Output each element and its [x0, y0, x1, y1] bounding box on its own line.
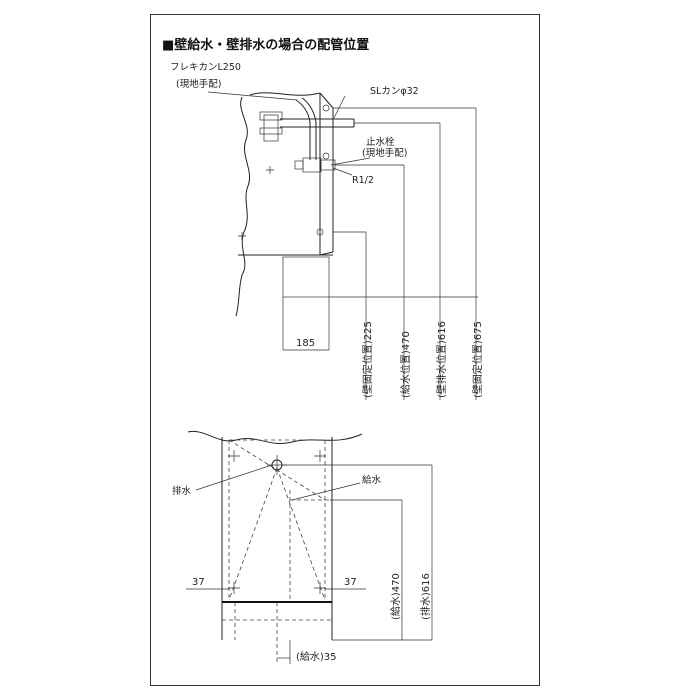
fixing-mark: [228, 450, 240, 462]
leader-flexible-hose: [207, 91, 298, 101]
leader-stop-valve: [330, 157, 371, 166]
leader-sl-pipe: [333, 95, 346, 119]
label-stop-valve: 止水栓: [366, 136, 395, 148]
label-supply: 給水: [362, 474, 382, 486]
trap-nut: [259, 111, 283, 121]
drawing-sheet: [150, 14, 540, 686]
screw-mark: [322, 152, 330, 160]
cabinet-corner: [319, 251, 334, 256]
fixing-mark: [228, 582, 240, 594]
cabinet-edge: [319, 92, 334, 109]
label-drain: 排水: [172, 485, 192, 497]
dim-drain-616: (排水)616: [419, 573, 432, 620]
label-sl-pipe: SLカンφ32: [370, 86, 419, 97]
dim-225: (壁固定位置)225: [361, 321, 374, 398]
leader-thread: [332, 167, 353, 176]
fixing-mark: [314, 582, 326, 594]
base-block: [282, 256, 330, 298]
break-line-top: [249, 92, 321, 96]
crosshair-mark: [266, 166, 274, 174]
stop-valve-body: [302, 157, 322, 173]
label-flexible-hose-note: (現地手配): [176, 78, 221, 90]
dim-supply-470: (給水)470: [389, 573, 402, 620]
dim-470: (給水位置)470: [399, 331, 412, 398]
flexible-hose: [295, 99, 311, 160]
hidden-line: [228, 467, 278, 601]
leader-supply: [291, 482, 361, 501]
screw-mark: [316, 228, 324, 236]
flexible-hose-outer: [301, 97, 317, 160]
hidden-line: [276, 467, 326, 601]
break-line-left: [235, 96, 250, 317]
dim-right-37: 37: [344, 577, 357, 588]
fixing-mark: [314, 450, 326, 462]
dim-185: 185: [296, 338, 315, 349]
dim-supply-35: (給水)35: [296, 650, 337, 663]
label-stop-valve-note: (現地手配): [362, 147, 407, 159]
dim-616: (壁排水位置)616: [435, 321, 448, 398]
label-flexible-hose: フレキカンL250: [170, 62, 241, 73]
leader-drain: [195, 464, 273, 491]
dim-675: (壁固定位置)675: [471, 321, 484, 398]
dim-left-37: 37: [192, 577, 205, 588]
stop-valve-handle: [294, 160, 304, 170]
front-break-line: [187, 430, 363, 444]
crosshair-mark: [238, 232, 246, 240]
label-thread: R1/2: [352, 175, 374, 186]
trap-nut: [259, 127, 283, 135]
screw-mark: [322, 104, 330, 112]
diagram-title: ■壁給水・壁排水の場合の配管位置: [162, 37, 369, 53]
